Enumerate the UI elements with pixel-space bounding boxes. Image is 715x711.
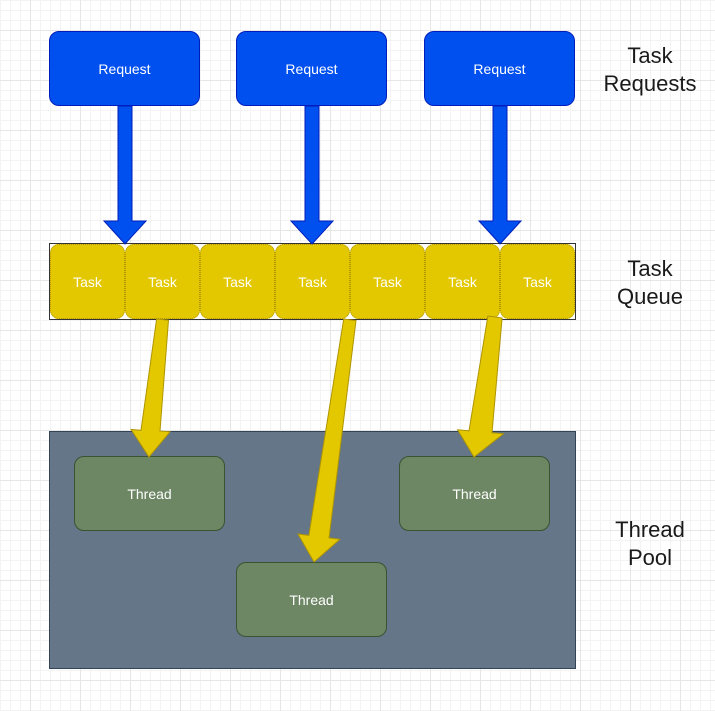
arrow-request-3 — [477, 105, 523, 245]
arrow-task-1 — [130, 318, 172, 458]
task-cell: Task — [200, 244, 275, 319]
label-task-requests-line1: Task — [627, 43, 673, 68]
label-task-requests-line2: Requests — [603, 71, 697, 96]
arrow-request-2 — [289, 105, 335, 245]
label-task-queue-line2: Queue — [616, 284, 684, 309]
task-cell: Task — [425, 244, 500, 319]
request-box-3: Request — [424, 31, 575, 106]
label-thread-pool: Thread Pool — [590, 516, 710, 572]
arrow-request-1 — [102, 105, 148, 245]
task-cell: Task — [500, 244, 575, 319]
request-box-2: Request — [236, 31, 387, 106]
task-cell: Task — [125, 244, 200, 319]
label-thread-pool-line1: Thread — [615, 517, 685, 542]
request-box-1: Request — [49, 31, 200, 106]
thread-box-1: Thread — [74, 456, 225, 531]
label-task-queue-line1: Task — [627, 256, 673, 281]
task-cell: Task — [350, 244, 425, 319]
label-thread-pool-line2: Pool — [627, 545, 673, 570]
task-cell: Task — [275, 244, 350, 319]
arrow-task-2 — [297, 318, 357, 563]
task-cell: Task — [50, 244, 125, 319]
thread-box-3: Thread — [399, 456, 550, 531]
arrow-task-3 — [456, 315, 505, 458]
label-task-queue: Task Queue — [590, 255, 710, 311]
thread-box-2: Thread — [236, 562, 387, 637]
label-task-requests: Task Requests — [590, 42, 710, 98]
